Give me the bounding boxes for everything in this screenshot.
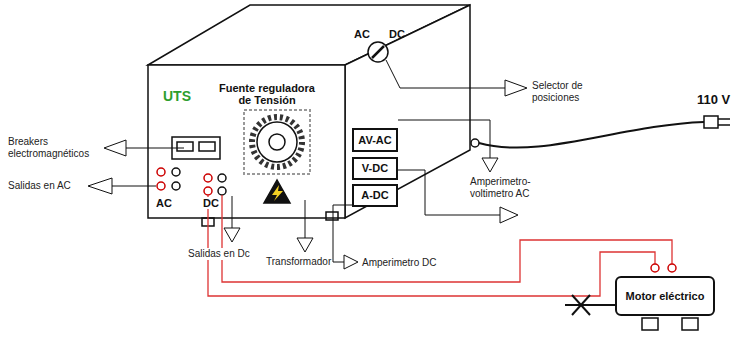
callout-label: Salidas en Dc [186,248,252,260]
leader-arrow [500,207,518,223]
transformer-knob [269,134,285,150]
selector-knob [368,42,388,62]
leader-arrow [224,228,240,242]
plug-pin [718,118,730,120]
terminals [157,168,226,195]
terminal [204,174,212,182]
meter-box: A-DC [352,184,398,207]
callout-label: Transformador [266,256,331,268]
callout-label: Salidas en AC [8,180,71,192]
terminal [218,174,226,182]
leader-arrow [344,255,358,269]
leaders [88,60,527,269]
leader-arrow [482,158,498,172]
motor-terminal [651,264,659,272]
red-wire [208,195,655,296]
red-wire [222,195,672,282]
terminal [172,168,180,176]
motor-terminal [668,264,676,272]
motor-body: Motor eléctrico [615,276,715,316]
motor-foot [642,318,658,330]
transformer-knob [257,122,297,162]
housing-foot [326,212,338,220]
leader-line [333,205,352,262]
leader-line [126,148,184,149]
node-text: V-DC [362,162,388,175]
motor-shaft [565,304,615,306]
breaker-switch [177,142,193,151]
leader-line [112,186,156,187]
leader-arrow [505,80,527,96]
leader-line [386,60,505,88]
leader-line [232,196,233,228]
plug-pin [718,124,730,126]
selector-label: DC [389,28,405,40]
terminal-label: AC [156,197,172,209]
terminal [157,168,165,176]
leader-arrow [88,178,112,194]
callout-label: Amperimetro-voltimetro AC [470,176,554,200]
terminal [218,187,226,195]
warning-triangle [264,180,290,203]
brand-label: UTS [163,90,191,102]
leader-arrow [297,238,313,252]
cord-entry [471,139,479,147]
shaft-fan [572,295,590,315]
terminal [204,187,212,195]
node-text: AV-AC [358,134,391,147]
meter-box: V-DC [352,157,398,180]
device-title: Fuente reguladora de Tensión [212,82,322,106]
node-text: Motor eléctrico [626,290,705,303]
lightning [272,185,283,201]
leader-arrow [104,140,126,156]
motor-foot [682,318,698,330]
plug [704,116,718,128]
housing-front [148,65,345,218]
selector-label: AC [354,28,370,40]
callout-label: Selector de posiciones [532,80,612,104]
callout-label: Breakers electromagnéticos [8,136,102,160]
voltage-label: 110 V [697,92,730,107]
transformer-panel [244,110,310,174]
housing-side [345,5,470,218]
terminal [157,182,165,190]
leader-line [305,200,306,238]
transformer-knob [252,117,302,167]
terminal-label: DC [203,197,219,209]
callout-label: Amperimetro DC [362,257,436,269]
node-text: A-DC [361,189,389,202]
meter-box: AV-AC [352,128,398,152]
leader-line [398,120,490,158]
selector-pointer [372,46,384,58]
breaker-switch [199,142,215,151]
power-cord [479,122,704,148]
terminal [172,182,180,190]
shaft-fan [572,295,590,315]
